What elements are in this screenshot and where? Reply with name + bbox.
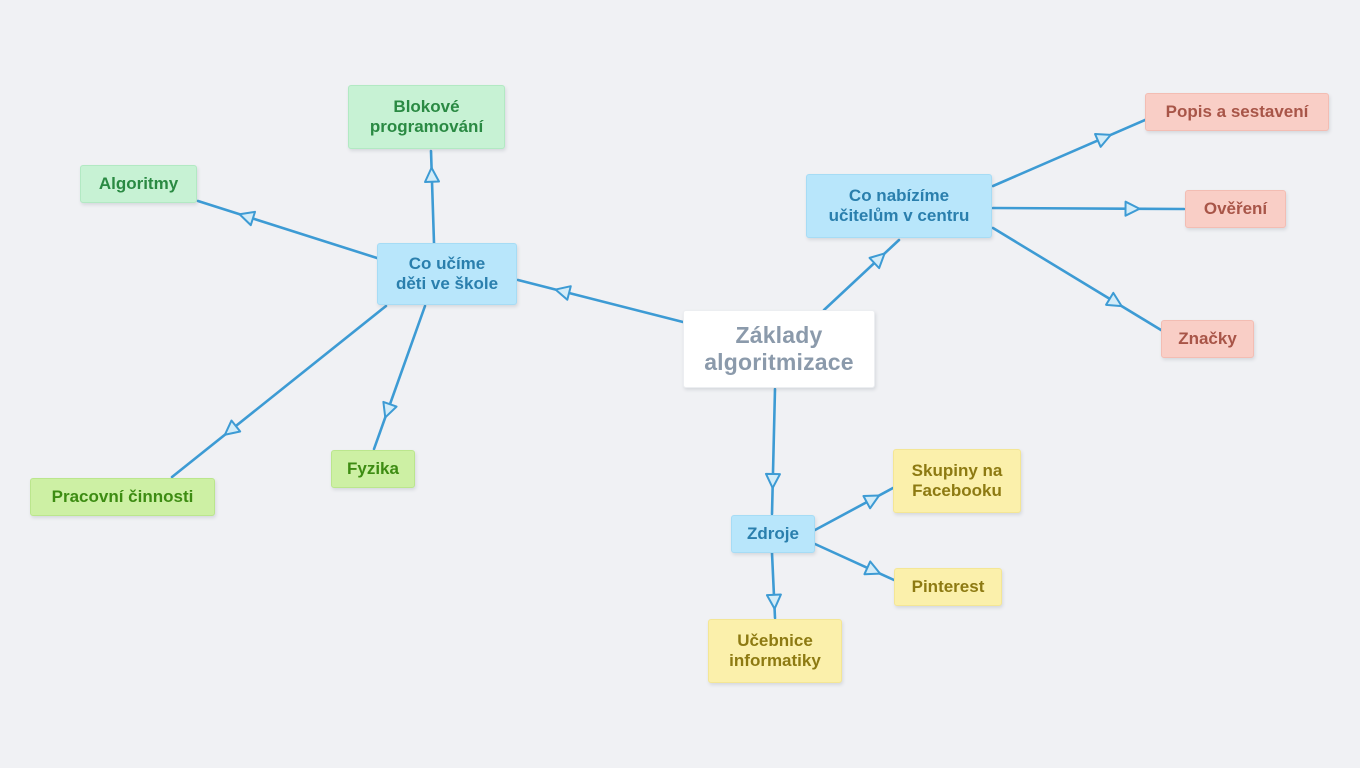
node-pracovni[interactable]: Pracovní činnosti bbox=[30, 478, 215, 516]
node-skupiny[interactable]: Skupiny na Facebooku bbox=[893, 449, 1021, 513]
arrowhead-co-nabizime-to-overeni bbox=[1124, 200, 1141, 217]
node-co-ucime[interactable]: Co učíme děti ve škole bbox=[377, 243, 517, 305]
edge-co-nabizime-to-popis bbox=[991, 118, 1147, 188]
node-label: Zdroje bbox=[747, 523, 799, 543]
node-label: Pracovní činnosti bbox=[51, 486, 194, 506]
node-label: Učebnice informatiky bbox=[729, 630, 821, 670]
arrowhead-zdroje-to-skupiny bbox=[862, 494, 881, 510]
node-label: Pinterest bbox=[911, 576, 985, 596]
edge-zdroje-to-skupiny bbox=[813, 486, 895, 532]
node-overeni[interactable]: Ověření bbox=[1185, 190, 1286, 228]
edge-zdroje-to-pinterest bbox=[813, 542, 896, 582]
arrowhead-co-ucime-to-blokove bbox=[424, 166, 440, 183]
arrowhead-root-to-co-nabizime bbox=[868, 252, 886, 270]
node-zdroje[interactable]: Zdroje bbox=[731, 515, 815, 553]
edge-co-ucime-to-fyzika bbox=[372, 304, 427, 451]
node-label: Ověření bbox=[1203, 198, 1268, 218]
arrowhead-co-ucime-to-pracovni bbox=[223, 419, 242, 436]
node-root[interactable]: Základy algoritmizace bbox=[683, 310, 875, 388]
node-label: Značky bbox=[1178, 328, 1237, 348]
node-label: Blokové programování bbox=[369, 96, 484, 136]
node-znacky[interactable]: Značky bbox=[1161, 320, 1254, 358]
node-co-nabizime[interactable]: Co nabízíme učitelům v centru bbox=[806, 174, 992, 238]
edge-co-nabizime-to-overeni bbox=[991, 206, 1186, 211]
arrowhead-zdroje-to-pinterest bbox=[863, 560, 882, 576]
node-label: Algoritmy bbox=[98, 173, 179, 193]
arrowhead-zdroje-to-ucebnice bbox=[765, 593, 782, 610]
arrowhead-co-nabizime-to-popis bbox=[1094, 133, 1112, 148]
edge-zdroje-to-ucebnice bbox=[770, 551, 777, 620]
edge-co-ucime-to-algoritmy bbox=[196, 199, 379, 260]
node-label: Základy algoritmizace bbox=[704, 321, 854, 375]
node-fyzika[interactable]: Fyzika bbox=[331, 450, 415, 488]
edge-group bbox=[170, 118, 1186, 620]
node-label: Co učíme děti ve škole bbox=[395, 253, 499, 293]
arrowhead-co-ucime-to-fyzika bbox=[382, 400, 398, 419]
edge-root-to-co-ucime bbox=[516, 278, 685, 324]
arrowhead-co-ucime-to-algoritmy bbox=[238, 210, 257, 227]
edge-root-to-co-nabizime bbox=[822, 238, 901, 312]
arrowhead-group bbox=[223, 133, 1141, 610]
edge-co-ucime-to-blokove bbox=[429, 149, 436, 245]
node-blokove[interactable]: Blokové programování bbox=[348, 85, 505, 149]
node-pinterest[interactable]: Pinterest bbox=[894, 568, 1002, 606]
edge-co-nabizime-to-znacky bbox=[991, 226, 1163, 332]
node-label: Fyzika bbox=[347, 458, 399, 478]
node-ucebnice[interactable]: Učebnice informatiky bbox=[708, 619, 842, 683]
node-label: Co nabízíme učitelům v centru bbox=[828, 185, 970, 225]
node-label: Skupiny na Facebooku bbox=[911, 460, 1003, 500]
node-label: Popis a sestavení bbox=[1165, 101, 1309, 121]
arrowhead-co-nabizime-to-znacky bbox=[1105, 291, 1123, 308]
node-algoritmy[interactable]: Algoritmy bbox=[80, 165, 197, 203]
arrowhead-root-to-zdroje bbox=[764, 472, 781, 489]
node-popis[interactable]: Popis a sestavení bbox=[1145, 93, 1329, 131]
edge-root-to-zdroje bbox=[770, 387, 777, 516]
arrowhead-root-to-co-ucime bbox=[554, 285, 572, 301]
